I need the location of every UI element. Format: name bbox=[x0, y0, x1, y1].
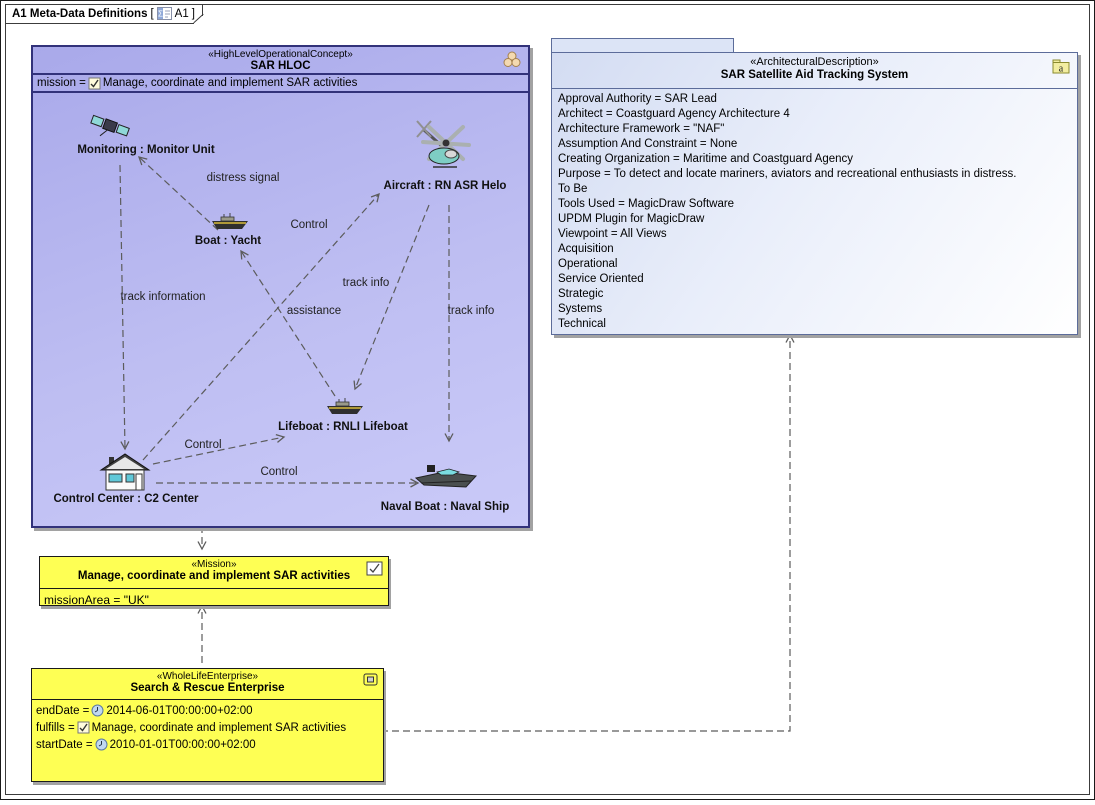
bracket-close: ] bbox=[191, 7, 195, 20]
arch-line: Tools Used = MagicDraw Software bbox=[558, 198, 735, 210]
clock-icon bbox=[95, 738, 108, 751]
enterprise-stereotype: «WholeLifeEnterprise» bbox=[156, 671, 259, 682]
diagram-frame: A1 Meta-Data Definitions [ Σ A1 ] bbox=[5, 4, 1090, 795]
clock-icon bbox=[91, 704, 104, 717]
yacht-icon[interactable] bbox=[211, 213, 249, 235]
hloc-header: «HighLevelOperationalConcept» SAR HLOC bbox=[33, 47, 528, 75]
needline-assistance bbox=[240, 249, 336, 397]
node-label-boat[interactable]: Boat : Yacht bbox=[194, 235, 262, 247]
mission-stereotype: «Mission» bbox=[191, 559, 237, 570]
enterprise-enddate-attribute: endDate = 2014-06-01T00:00:00+02:00 bbox=[36, 702, 379, 719]
attr-label: endDate = bbox=[36, 704, 90, 717]
speedboat-icon[interactable] bbox=[414, 463, 478, 495]
edge-label-assistance[interactable]: assistance bbox=[286, 305, 342, 317]
hloc-stereotype: «HighLevelOperationalConcept» bbox=[208, 49, 353, 60]
checkbox-icon bbox=[88, 77, 101, 90]
diagram-type-icon: Σ bbox=[156, 7, 172, 20]
edge-label-track-info-naval[interactable]: track info bbox=[447, 305, 495, 317]
needline-distress-signal bbox=[137, 156, 219, 231]
hloc-box[interactable]: «HighLevelOperationalConcept» SAR HLOC m… bbox=[31, 45, 530, 528]
arch-line: Technical bbox=[558, 318, 606, 330]
attr-value: 2014-06-01T00:00:00+02:00 bbox=[106, 704, 253, 717]
arch-name: SAR Satellite Aid Tracking System bbox=[720, 69, 909, 81]
arch-line: Architecture Framework = "NAF" bbox=[558, 123, 725, 135]
diagram-name-tab[interactable]: A1 Meta-Data Definitions [ Σ A1 ] bbox=[6, 5, 204, 24]
lifeboat-icon[interactable] bbox=[326, 398, 364, 420]
arch-header: «ArchitecturalDescription» SAR Satellite… bbox=[552, 53, 1077, 89]
hloc-mission-attribute[interactable]: mission = Manage, coordinate and impleme… bbox=[33, 75, 528, 93]
enterprise-startdate-attribute: startDate = 2010-01-01T00:00:00+02:00 bbox=[36, 736, 379, 753]
house-icon[interactable] bbox=[99, 451, 151, 497]
enterprise-box[interactable]: «WholeLifeEnterprise» Search & Rescue En… bbox=[31, 668, 384, 782]
attr-value: Manage, coordinate and implement SAR act… bbox=[91, 721, 347, 734]
diagram-title: A1 Meta-Data Definitions bbox=[12, 7, 148, 20]
needline-track-info-lifeboat bbox=[353, 204, 430, 391]
hloc-name: SAR HLOC bbox=[250, 60, 311, 72]
attr-label: startDate = bbox=[36, 738, 93, 751]
mission-checkbox-icon bbox=[366, 561, 383, 581]
arch-line: UPDM Plugin for MagicDraw bbox=[558, 213, 705, 225]
arch-line: To Be bbox=[558, 183, 588, 195]
checkbox-icon bbox=[77, 721, 90, 734]
arch-line: Service Oriented bbox=[558, 273, 644, 285]
node-label-monitoring[interactable]: Monitoring : Monitor Unit bbox=[77, 144, 215, 156]
mission-name: Manage, coordinate and implement SAR act… bbox=[77, 570, 351, 582]
edge-label-control-naval[interactable]: Control bbox=[260, 466, 298, 478]
hloc-concept-icon bbox=[501, 51, 523, 73]
nested-box-icon bbox=[363, 673, 378, 691]
arch-line: Assumption And Constraint = None bbox=[558, 138, 738, 150]
arch-line: Viewpoint = All Views bbox=[558, 228, 667, 240]
attr-value: 2010-01-01T00:00:00+02:00 bbox=[109, 738, 256, 751]
satellite-icon[interactable] bbox=[88, 112, 134, 149]
attr-label: fulfills = bbox=[36, 721, 75, 734]
node-label-aircraft[interactable]: Aircraft : RN ASR Helo bbox=[383, 180, 507, 192]
arch-line: Systems bbox=[558, 303, 603, 315]
arch-line: Operational bbox=[558, 258, 618, 270]
diagram-code: A1 bbox=[174, 7, 189, 20]
attr-value: Manage, coordinate and implement SAR act… bbox=[102, 77, 358, 89]
edge-label-control-lifeboat[interactable]: Control bbox=[184, 439, 222, 451]
arch-line: Purpose = To detect and locate mariners,… bbox=[558, 168, 1017, 180]
helicopter-icon[interactable] bbox=[410, 114, 474, 177]
svg-text:Σ: Σ bbox=[158, 10, 163, 19]
enterprise-fulfills-attribute: fulfills = Manage, coordinate and implem… bbox=[36, 719, 379, 736]
edge-label-track-info-lifeboat[interactable]: track info bbox=[342, 277, 390, 289]
arch-package-tab[interactable] bbox=[551, 38, 734, 52]
edge-label-control-aircraft[interactable]: Control bbox=[290, 219, 328, 231]
svg-text:a: a bbox=[1059, 64, 1064, 75]
arch-line: Acquisition bbox=[558, 243, 614, 255]
arch-line: Strategic bbox=[558, 288, 604, 300]
enterprise-name: Search & Rescue Enterprise bbox=[130, 682, 285, 694]
arch-properties: Approval Authority = SAR Lead Architect … bbox=[552, 89, 1077, 335]
attr-label: mission = bbox=[37, 77, 86, 89]
arch-line: Architect = Coastguard Agency Architectu… bbox=[558, 108, 790, 120]
folder-a-icon: a bbox=[1052, 59, 1070, 79]
arch-box[interactable]: «ArchitecturalDescription» SAR Satellite… bbox=[551, 52, 1078, 335]
enterprise-header: «WholeLifeEnterprise» Search & Rescue En… bbox=[32, 669, 383, 700]
arch-line: Approval Authority = SAR Lead bbox=[558, 93, 717, 105]
mission-area-attribute: missionArea = "UK" bbox=[44, 591, 384, 608]
node-label-naval-boat[interactable]: Naval Boat : Naval Ship bbox=[380, 501, 510, 513]
edge-label-track-information[interactable]: track information bbox=[120, 291, 206, 303]
edge-label-distress-signal[interactable]: distress signal bbox=[206, 172, 280, 184]
bracket-open: [ bbox=[150, 7, 154, 20]
arch-stereotype: «ArchitecturalDescription» bbox=[750, 56, 879, 68]
mission-box[interactable]: «Mission» Manage, coordinate and impleme… bbox=[39, 556, 389, 608]
needline-track-information bbox=[119, 164, 130, 451]
node-label-control-center[interactable]: Control Center : C2 Center bbox=[53, 493, 199, 505]
attr-label: missionArea = "UK" bbox=[44, 592, 149, 607]
hloc-canvas: Monitoring : Monitor Unit bbox=[33, 91, 528, 526]
node-label-lifeboat[interactable]: Lifeboat : RNLI Lifeboat bbox=[278, 421, 408, 433]
mission-header: «Mission» Manage, coordinate and impleme… bbox=[40, 557, 388, 589]
arch-line: Creating Organization = Maritime and Coa… bbox=[558, 153, 854, 165]
